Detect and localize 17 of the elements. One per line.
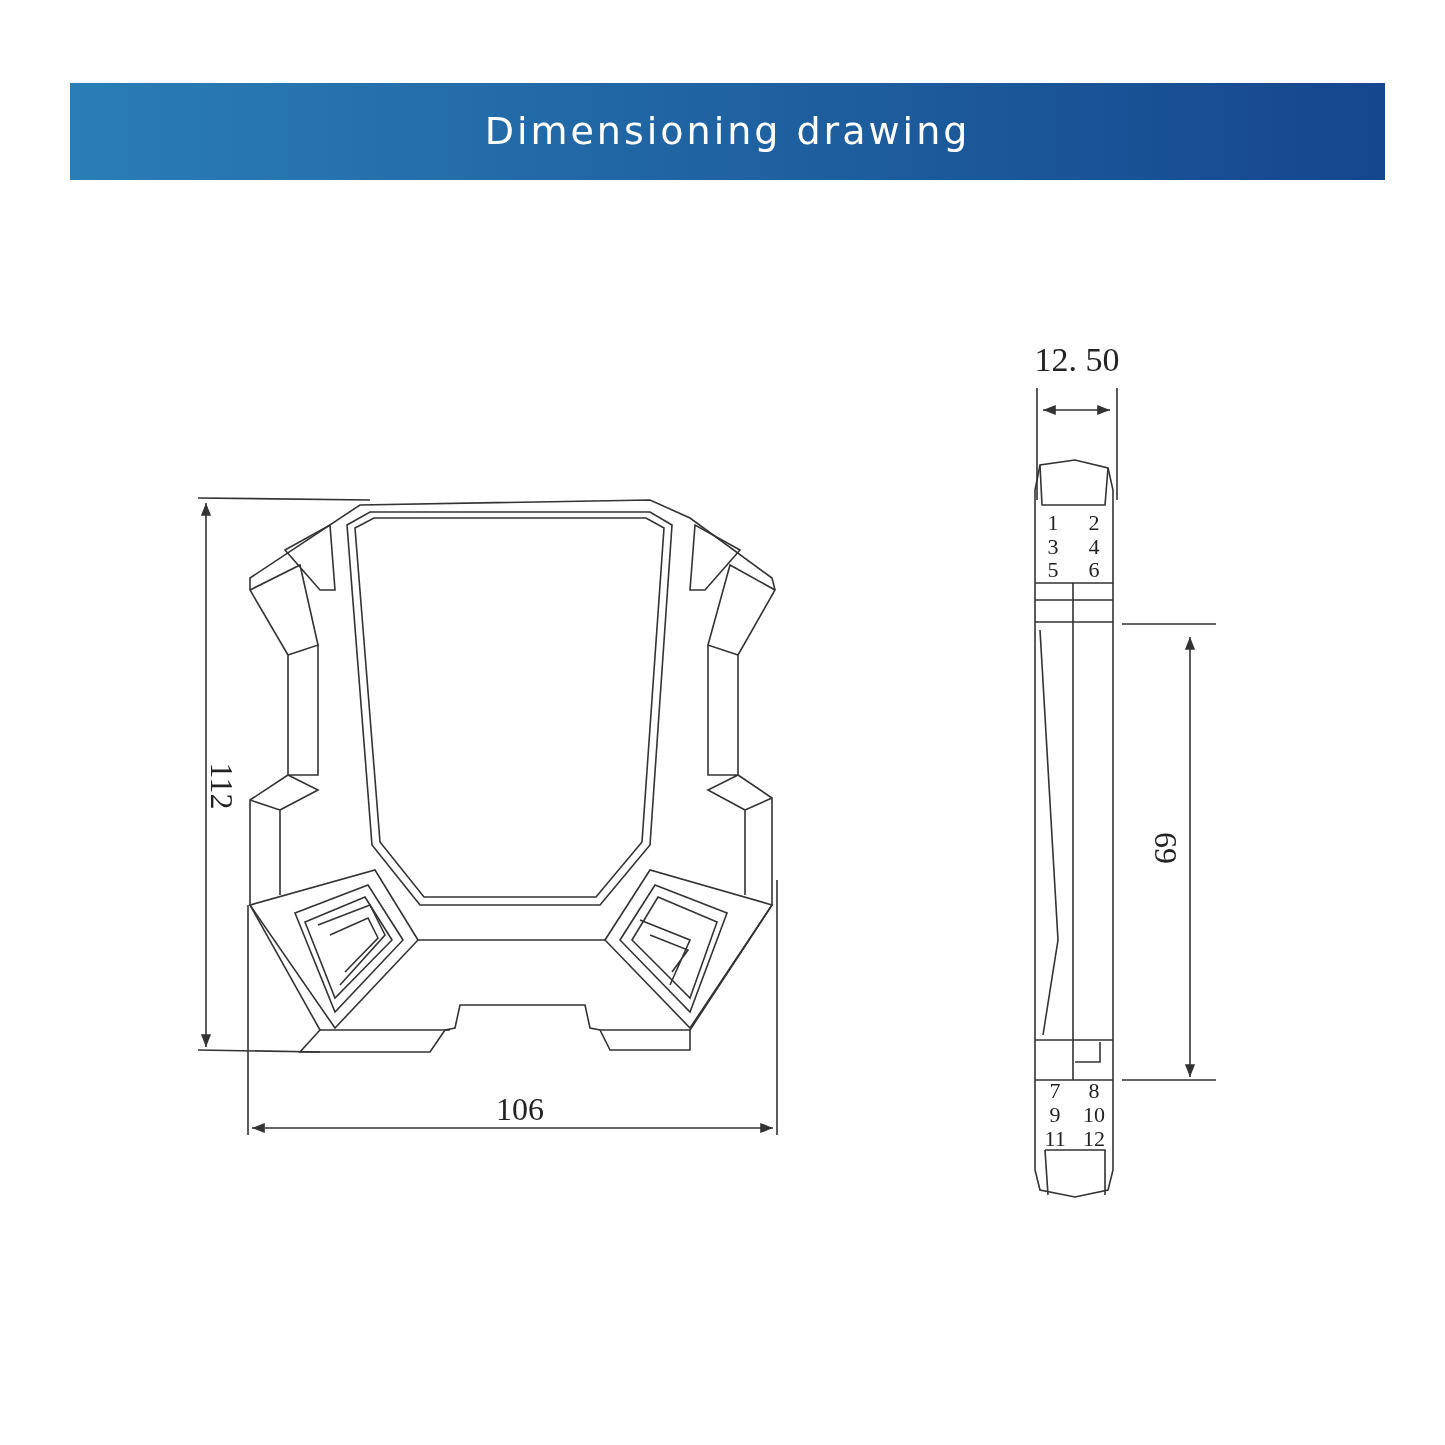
terminal-number: 4 (1088, 536, 1100, 558)
terminal-number: 9 (1049, 1104, 1061, 1126)
terminal-number: 10 (1083, 1104, 1105, 1126)
terminal-number: 7 (1049, 1080, 1061, 1102)
terminal-number: 12 (1083, 1128, 1105, 1150)
dimension-label: 106 (496, 1093, 544, 1125)
dimension-label: 112 (205, 762, 238, 809)
dimension-label: 12. 50 (1034, 343, 1120, 377)
title: Dimensioning drawing (484, 108, 971, 155)
terminal-number: 2 (1088, 512, 1100, 534)
terminal-number: 8 (1088, 1080, 1100, 1102)
terminal-number: 5 (1047, 559, 1059, 581)
dimension-label: 69 (1150, 832, 1182, 864)
terminal-number: 11 (1044, 1128, 1066, 1150)
terminal-number: 1 (1047, 512, 1059, 534)
terminal-number: 3 (1047, 536, 1059, 558)
terminal-number: 6 (1088, 559, 1100, 581)
